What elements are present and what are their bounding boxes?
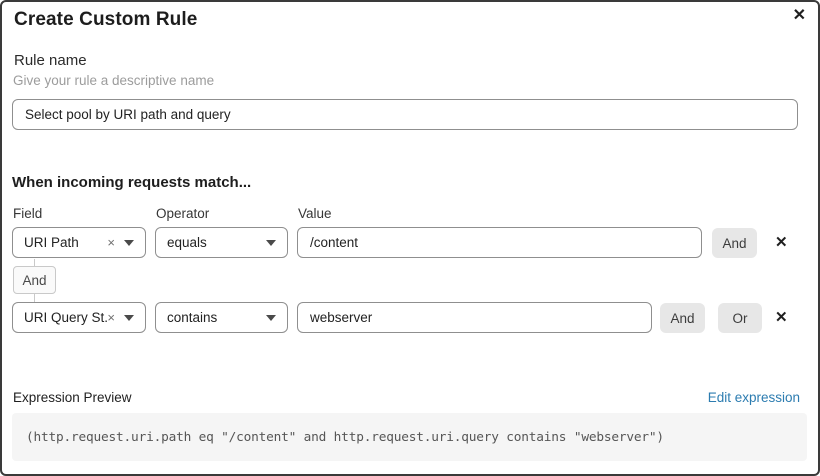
field-select-row2-value: URI Query St...: [24, 310, 108, 325]
add-or-button-row2[interactable]: Or: [718, 303, 762, 333]
remove-row2-icon[interactable]: ✕: [775, 309, 788, 326]
expression-preview-label: Expression Preview: [13, 390, 132, 405]
chevron-down-icon: [266, 239, 276, 246]
field-select-row2[interactable]: URI Query St... ×: [12, 302, 146, 333]
field-select-row1-value: URI Path: [24, 235, 79, 250]
add-and-button-row2[interactable]: And: [660, 303, 705, 333]
expression-code: (http.request.uri.path eq "/content" and…: [26, 429, 664, 445]
operator-select-row1-value: equals: [167, 235, 207, 250]
close-icon[interactable]: ✕: [792, 7, 806, 24]
field-column-label: Field: [13, 206, 43, 221]
operator-select-row1[interactable]: equals: [155, 227, 288, 258]
chevron-down-icon: [266, 314, 276, 321]
chevron-down-icon: [124, 239, 134, 246]
connector-line-top: [34, 259, 35, 267]
expression-code-block: (http.request.uri.path eq "/content" and…: [12, 413, 807, 461]
rule-name-input[interactable]: [12, 99, 798, 130]
add-and-button-row1[interactable]: And: [712, 228, 757, 258]
value-input-row1[interactable]: [297, 227, 702, 258]
rule-name-label: Rule name: [14, 52, 87, 69]
operator-select-row2[interactable]: contains: [155, 302, 288, 333]
match-heading: When incoming requests match...: [12, 174, 252, 191]
rule-name-hint: Give your rule a descriptive name: [13, 73, 215, 88]
connector-and-badge: And: [13, 266, 56, 294]
edit-expression-link[interactable]: Edit expression: [707, 390, 800, 405]
operator-column-label: Operator: [156, 206, 210, 221]
operator-select-row2-value: contains: [167, 310, 218, 325]
field-select-row1[interactable]: URI Path ×: [12, 227, 146, 258]
clear-icon[interactable]: ×: [107, 310, 115, 325]
dialog-title: Create Custom Rule: [14, 9, 198, 30]
connector-line-bottom: [34, 294, 35, 302]
clear-icon[interactable]: ×: [107, 235, 115, 250]
value-input-row2[interactable]: [297, 302, 652, 333]
chevron-down-icon: [124, 314, 134, 321]
value-column-label: Value: [298, 206, 332, 221]
remove-row1-icon[interactable]: ✕: [775, 234, 788, 251]
